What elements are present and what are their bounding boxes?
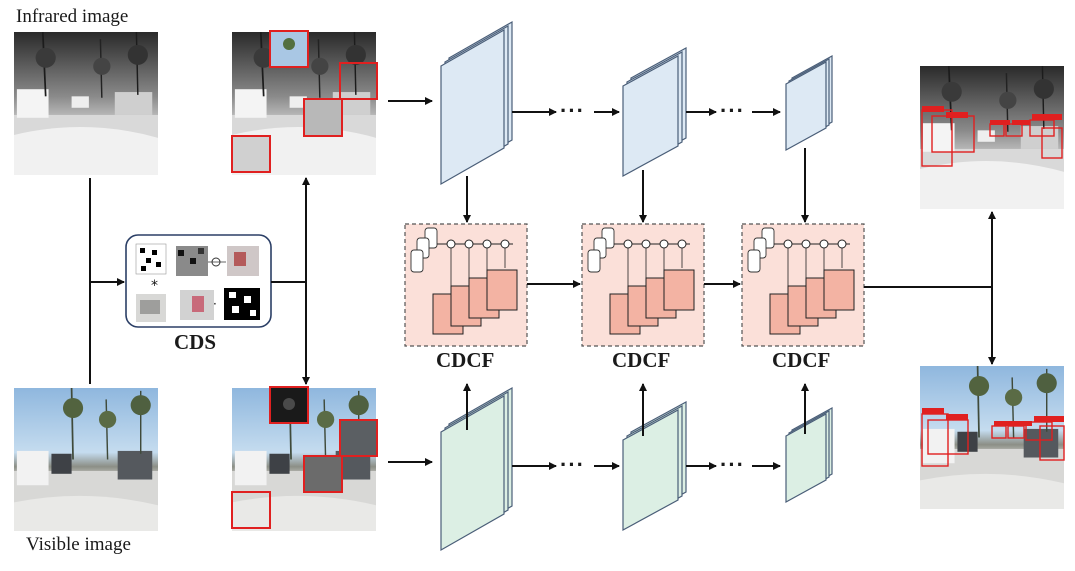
cdcf-module-3 bbox=[741, 223, 865, 347]
svg-text:·: · bbox=[213, 297, 217, 311]
infrared-input-image bbox=[13, 31, 159, 176]
augmented-infrared-image bbox=[231, 30, 378, 176]
cdcf-label-3: CDCF bbox=[772, 348, 831, 372]
cdcf-label-1: CDCF bbox=[436, 348, 495, 372]
cdcf-module-2 bbox=[581, 223, 705, 347]
feature-to-cdcf-arrows bbox=[463, 148, 809, 436]
visible-image-label: Visible image bbox=[26, 534, 131, 555]
cds-vis-patch bbox=[136, 294, 166, 322]
ir-feature-stack-1 bbox=[440, 20, 513, 186]
infrared-image-label: Infrared image bbox=[16, 6, 129, 27]
visible-detection-output bbox=[919, 365, 1065, 510]
vis-feature-stack-3 bbox=[785, 406, 833, 504]
ir-feature-stack-2 bbox=[622, 46, 687, 178]
ellipsis-vis-1: ··· bbox=[560, 452, 585, 477]
image-to-feature-arrows bbox=[388, 97, 433, 466]
cds-mixed-patch bbox=[227, 246, 259, 276]
ir-feature-stack-3 bbox=[785, 54, 833, 152]
cds-output-connector bbox=[271, 177, 310, 385]
vis-feature-stack-2 bbox=[622, 400, 687, 532]
ellipsis-vis-2: ··· bbox=[720, 452, 745, 477]
ellipsis-ir-1: ··· bbox=[560, 98, 585, 123]
cds-module: * · bbox=[125, 234, 272, 328]
ellipsis-ir-2: ··· bbox=[720, 98, 745, 123]
cds-mask-tile-2 bbox=[224, 288, 260, 320]
cdcf-module-1 bbox=[404, 223, 528, 347]
input-to-cds-connector bbox=[89, 178, 125, 384]
cds-label: CDS bbox=[174, 330, 217, 354]
cds-swapped-patch bbox=[180, 290, 214, 320]
cds-mask-tile-1 bbox=[135, 243, 167, 275]
augmented-visible-image bbox=[231, 386, 378, 532]
svg-text:*: * bbox=[151, 278, 158, 294]
cdcf-label-2: CDCF bbox=[612, 348, 671, 372]
infrared-detection-output bbox=[919, 65, 1065, 210]
cdcf-chain-arrows bbox=[527, 211, 996, 365]
vis-feature-stack-1 bbox=[440, 386, 513, 552]
backbone-arrows bbox=[512, 108, 781, 470]
visible-input-image bbox=[13, 387, 159, 532]
cds-ir-patch bbox=[176, 246, 208, 276]
